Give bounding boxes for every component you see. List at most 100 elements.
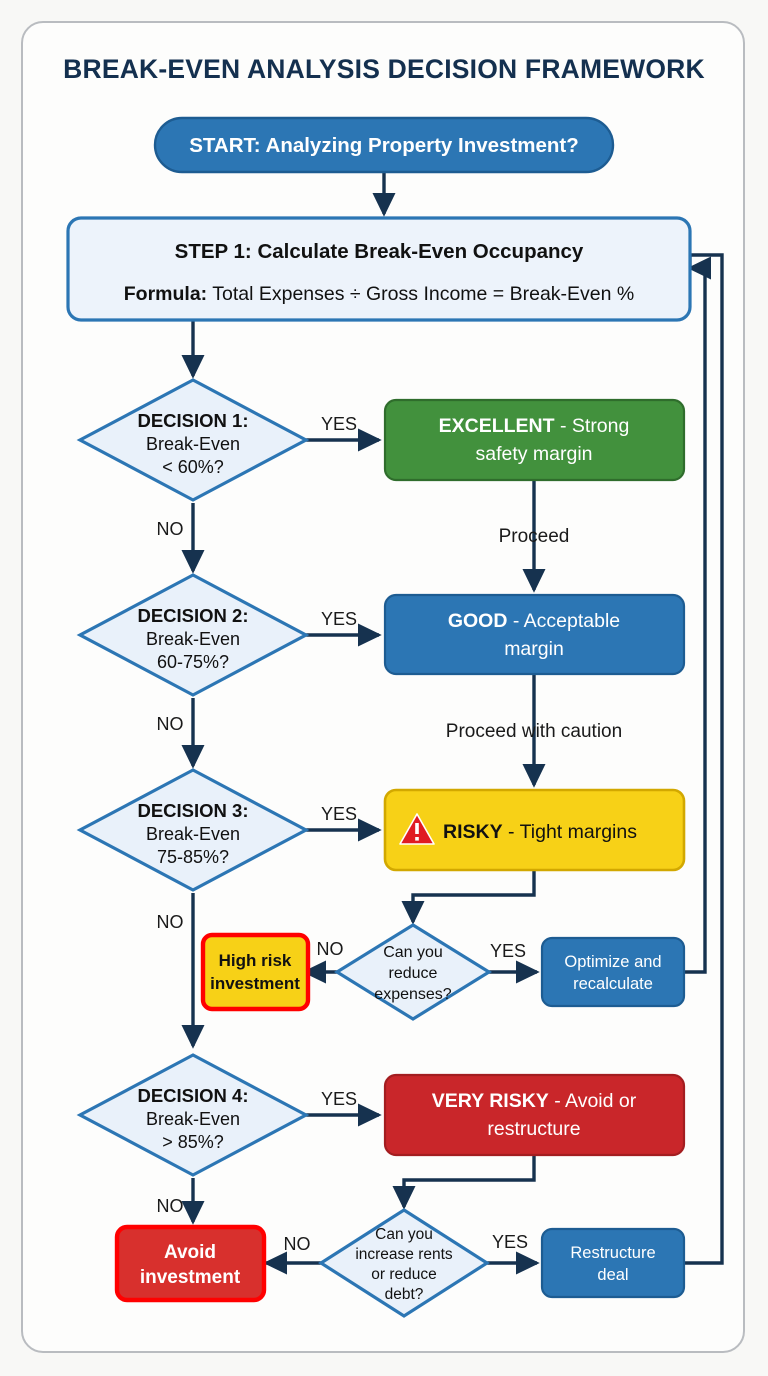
decision3-line2: Break-Even <box>146 824 240 844</box>
node-step1[interactable]: STEP 1: Calculate Break-Even Occupancy F… <box>66 216 692 322</box>
increase-rents-line1: Can you <box>375 1226 433 1243</box>
reduce-expenses-line2: reduce <box>389 965 438 982</box>
edge-label-rents-no: NO <box>284 1234 311 1254</box>
very-risky-node-shape[interactable] <box>383 1073 686 1157</box>
decision3-node-shape[interactable] <box>76 768 310 892</box>
decision2-node-shape[interactable] <box>76 573 310 697</box>
edge-veryrisky-increaserents <box>392 1155 536 1210</box>
node-good[interactable]: GOOD - Acceptable margin <box>383 593 686 676</box>
high-risk-line1: High risk <box>219 951 292 970</box>
edge-label-proceed-caution: Proceed with caution <box>446 721 622 742</box>
edge-label-yes4: YES <box>321 1089 357 1109</box>
risky-label: RISKY - Tight margins <box>443 821 637 843</box>
node-increase-rents[interactable]: Can you increase rents or reduce debt? <box>318 1208 490 1318</box>
risky-node-shape[interactable] <box>383 788 686 872</box>
increase-rents-line4: debt? <box>385 1286 424 1303</box>
very-risky-line2: restructure <box>487 1118 580 1140</box>
edge-label-no4: NO <box>157 1196 184 1216</box>
step1-node-shape[interactable] <box>66 216 692 322</box>
start-node-label: START: Analyzing Property Investment? <box>189 134 579 157</box>
node-risky[interactable]: RISKY - Tight margins <box>383 788 686 872</box>
excellent-node-shape[interactable] <box>383 398 686 482</box>
edge-label-no3: NO <box>157 912 184 932</box>
good-line1: GOOD - Acceptable <box>448 610 620 632</box>
avoid-line1: Avoid <box>164 1242 216 1263</box>
decision4-line1: DECISION 4: <box>137 1085 248 1106</box>
edge-optimize-step1-loop <box>684 256 712 974</box>
risky-bold: RISKY <box>443 821 503 843</box>
node-avoid-investment[interactable]: Avoid investment <box>114 1224 267 1303</box>
node-optimize[interactable]: Optimize and recalculate <box>540 936 686 1008</box>
reduce-expenses-line1: Can you <box>383 944 443 961</box>
excellent-rest: - Strong <box>555 415 630 437</box>
step1-heading: STEP 1: Calculate Break-Even Occupancy <box>175 240 584 263</box>
decision1-line2: Break-Even <box>146 434 240 454</box>
step1-formula-rest: Total Expenses ÷ Gross Income = Break-Ev… <box>207 283 634 305</box>
risky-rest: - Tight margins <box>503 821 638 843</box>
good-bold: GOOD <box>448 610 508 632</box>
node-decision2[interactable]: DECISION 2: Break-Even 60-75%? <box>76 573 310 697</box>
edge-label-rents-yes: YES <box>492 1232 528 1252</box>
high-risk-line2: investment <box>210 974 300 993</box>
high-risk-node-shape[interactable] <box>200 932 311 1012</box>
reduce-expenses-node-shape[interactable] <box>333 923 493 1021</box>
node-high-risk-investment[interactable]: High risk investment <box>200 932 311 1012</box>
decision1-line3: < 60%? <box>162 457 224 477</box>
edge-label-yes1: YES <box>321 414 357 434</box>
excellent-line2: safety margin <box>475 443 592 465</box>
decision2-line1: DECISION 2: <box>137 605 248 626</box>
step1-formula-bold: Formula: <box>124 283 207 305</box>
edge-label-no1: NO <box>157 519 184 539</box>
node-decision4[interactable]: DECISION 4: Break-Even > 85%? <box>76 1053 310 1177</box>
edge-labels: YES NO YES NO YES NO YES NO Proceed Proc… <box>157 414 623 1254</box>
very-risky-rest: - Avoid or <box>549 1090 637 1112</box>
decision1-line1: DECISION 1: <box>137 410 248 431</box>
avoid-line2: investment <box>140 1267 241 1288</box>
node-reduce-expenses[interactable]: Can you reduce expenses? <box>333 923 493 1021</box>
optimize-line1: Optimize and <box>564 953 661 971</box>
optimize-node-shape[interactable] <box>540 936 686 1008</box>
page-title: BREAK-EVEN ANALYSIS DECISION FRAMEWORK <box>63 54 705 84</box>
decision1-node-shape[interactable] <box>76 378 310 502</box>
reduce-expenses-line3: expenses? <box>374 986 451 1003</box>
decision3-line3: 75-85%? <box>157 847 229 867</box>
decision4-line3: > 85%? <box>162 1132 224 1152</box>
node-start[interactable]: START: Analyzing Property Investment? <box>153 116 615 174</box>
edge-restructure-step1-loop <box>684 253 724 1265</box>
edge-risky-reduce <box>401 870 536 925</box>
edge-label-reduce-no: NO <box>317 939 344 959</box>
node-decision1[interactable]: DECISION 1: Break-Even < 60%? <box>76 378 310 502</box>
edge-label-proceed: Proceed <box>499 526 570 547</box>
decision2-line2: Break-Even <box>146 629 240 649</box>
node-very-risky[interactable]: VERY RISKY - Avoid or restructure <box>383 1073 686 1157</box>
good-node-shape[interactable] <box>383 593 686 676</box>
decision4-line2: Break-Even <box>146 1109 240 1129</box>
node-excellent[interactable]: EXCELLENT - Strong safety margin <box>383 398 686 482</box>
increase-rents-line3: or reduce <box>371 1266 436 1283</box>
edge-label-reduce-yes: YES <box>490 941 526 961</box>
restructure-line2: deal <box>597 1266 628 1284</box>
edge-label-yes2: YES <box>321 609 357 629</box>
increase-rents-node-shape[interactable] <box>318 1208 490 1318</box>
decision3-line1: DECISION 3: <box>137 800 248 821</box>
node-decision3[interactable]: DECISION 3: Break-Even 75-85%? <box>76 768 310 892</box>
decision4-node-shape[interactable] <box>76 1053 310 1177</box>
increase-rents-line2: increase rents <box>355 1246 453 1263</box>
avoid-node-shape[interactable] <box>114 1224 267 1303</box>
decision2-line3: 60-75%? <box>157 652 229 672</box>
excellent-bold: EXCELLENT <box>439 415 555 437</box>
excellent-line1: EXCELLENT - Strong <box>439 415 630 437</box>
very-risky-bold: VERY RISKY <box>432 1090 549 1112</box>
optimize-line2: recalculate <box>573 975 653 993</box>
edge-label-no2: NO <box>157 714 184 734</box>
restructure-node-shape[interactable] <box>540 1227 686 1299</box>
good-line2: margin <box>504 638 564 660</box>
node-restructure[interactable]: Restructure deal <box>540 1227 686 1299</box>
warning-triangle-icon <box>399 813 435 845</box>
start-node-shape[interactable] <box>153 116 615 174</box>
step1-formula: Formula: Total Expenses ÷ Gross Income =… <box>124 283 635 305</box>
restructure-line1: Restructure <box>570 1244 655 1262</box>
very-risky-line1: VERY RISKY - Avoid or <box>432 1090 637 1112</box>
edge-label-yes3: YES <box>321 804 357 824</box>
